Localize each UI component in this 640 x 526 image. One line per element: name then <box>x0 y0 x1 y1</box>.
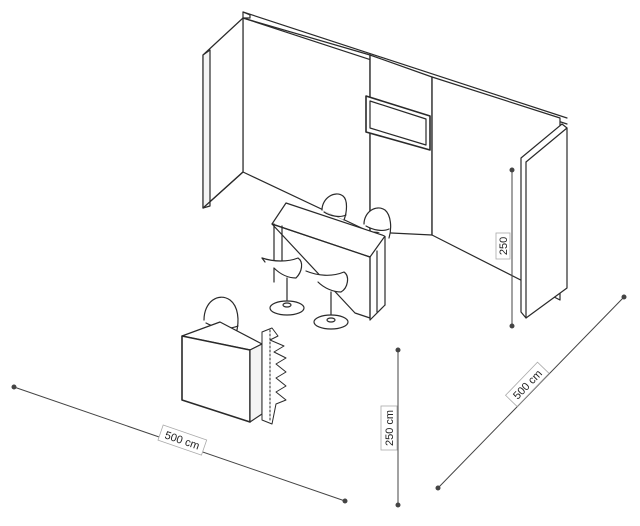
dimension-wall-height <box>509 167 515 329</box>
right-side-wall <box>520 123 568 319</box>
wall-screen <box>365 95 431 151</box>
bar-stool-right <box>305 270 349 330</box>
label-wall-height: 250 <box>495 232 511 260</box>
wall-height-text: 250 <box>498 237 510 255</box>
brochure-rack <box>261 327 287 425</box>
chair-back-left <box>321 193 348 221</box>
reception-counter <box>181 321 263 423</box>
left-side-wall <box>202 17 244 209</box>
label-front-width: 500 cm <box>157 424 208 456</box>
label-side-width: 500 cm <box>504 361 550 407</box>
label-front-height: 250 cm <box>380 405 398 451</box>
bar-stool-left <box>261 257 305 316</box>
high-table <box>271 202 386 321</box>
front-height-text: 250 cm <box>384 410 396 446</box>
chair-back-right <box>363 207 392 239</box>
back-wall <box>242 11 568 301</box>
dimension-front-height <box>395 347 401 508</box>
